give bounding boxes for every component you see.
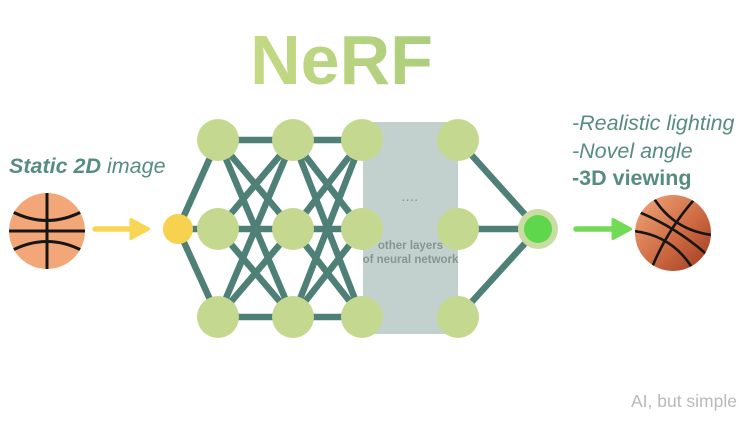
page-title: NeRF: [0, 20, 683, 100]
bullet-realistic-lighting: -Realistic lighting: [572, 111, 735, 135]
3d-basketball-icon: [630, 195, 716, 271]
network-node: [341, 296, 383, 338]
hidden-layers-label: other layers of neural network: [338, 240, 483, 267]
network-edge: [289, 138, 366, 319]
static-2d-image-label: Static 2D image: [9, 154, 179, 179]
hidden-layers-ellipsis: ....: [401, 193, 420, 204]
hidden-layers-label-line2: of neural network: [362, 253, 459, 266]
network-node: [341, 208, 383, 250]
static-2d-label-regular: image: [101, 154, 166, 178]
network-node: [341, 119, 383, 161]
input-node: [163, 214, 193, 244]
network-node: [272, 208, 314, 250]
watermark: AI, but simple: [630, 391, 737, 411]
static-2d-label-bold: Static 2D: [9, 154, 102, 178]
network-edge: [215, 138, 296, 319]
output-node: [524, 215, 552, 243]
network-node: [197, 208, 239, 250]
neural-network: [163, 119, 558, 338]
network-node: [197, 296, 239, 338]
bullet-novel-angle: -Novel angle: [572, 138, 693, 163]
network-node: [272, 119, 314, 161]
network-node: [437, 208, 479, 250]
output-benefits-list: -Realistic lighting -Novel angle -3D vie…: [572, 110, 748, 193]
network-node: [197, 119, 239, 161]
output-arrow-icon: [573, 218, 632, 240]
input-arrow-icon: [92, 218, 150, 240]
hidden-layers-label-line1: other layers: [377, 240, 444, 252]
network-node: [437, 296, 479, 338]
network-node: [272, 296, 314, 338]
network-node: [437, 119, 479, 161]
bullet-3d-viewing: -3D viewing: [572, 166, 692, 190]
2d-basketball-icon: [9, 193, 85, 269]
